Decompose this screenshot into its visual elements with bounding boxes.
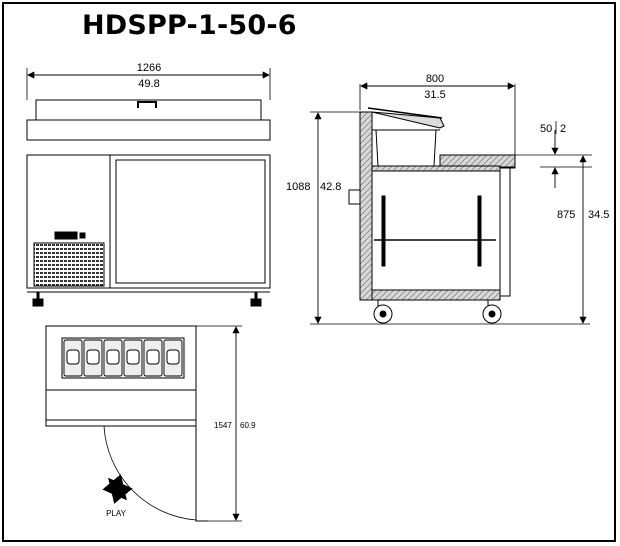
shelf-in: 2 [560, 123, 566, 135]
front-view [26, 68, 271, 307]
door-swing-label: PLAY [106, 509, 127, 518]
front-width-in: 49.8 [138, 78, 159, 90]
side-depth-in: 31.5 [424, 89, 445, 101]
front-width-mm: 1266 [137, 62, 161, 74]
top-depth-mm: 1547 [214, 421, 232, 430]
work-height-in: 34.5 [588, 209, 609, 221]
side-height-in: 42.8 [320, 181, 341, 193]
model-title: HDSPP-1-50-6 [82, 10, 297, 41]
side-view [310, 82, 592, 325]
shelf-mm: 50 [540, 123, 552, 135]
side-depth-mm: 800 [426, 73, 444, 85]
top-view [45, 325, 242, 522]
top-depth-in: 60.9 [240, 421, 256, 430]
work-height-mm: 875 [557, 209, 575, 221]
side-height-mm: 1088 [286, 181, 310, 193]
